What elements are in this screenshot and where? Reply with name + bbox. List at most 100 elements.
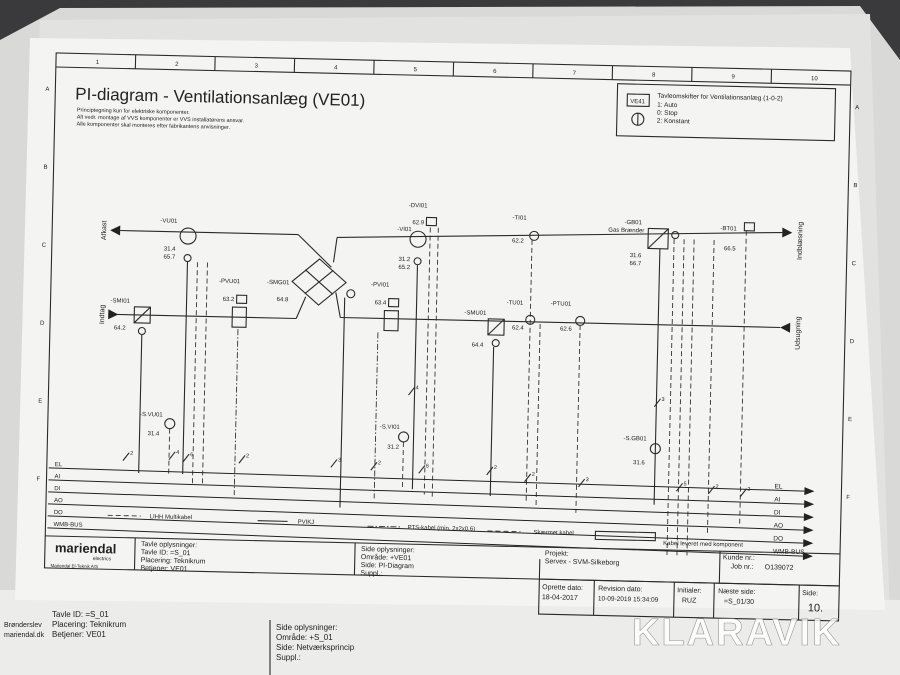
cable-slash-icon: [486, 466, 494, 476]
bus-arrow-icon: [803, 513, 814, 522]
company-logo: mariendal: [55, 540, 117, 556]
row-letter: F: [846, 495, 850, 501]
switch-title: Tavleomskifter for Ventilationsanlæg (1-…: [657, 93, 783, 103]
cable-slash-icon: [408, 386, 416, 396]
side-value: 10.: [808, 602, 824, 614]
indblaesning-arrow-icon: [782, 227, 793, 238]
bus-label-left: WMB-BUS: [53, 522, 82, 529]
tavle-betjener: Betjener: VE01: [140, 565, 187, 573]
heat-exchanger-smg01: -SMG01 64.8: [267, 258, 356, 306]
column-number: 2: [175, 62, 179, 68]
cable-slash-icon: [739, 488, 747, 497]
side-header: Side oplysninger:: [361, 546, 415, 554]
wire-count: 5: [683, 481, 686, 487]
dvi01-value: 62.9: [412, 220, 424, 226]
gb01-tag: -GB01: [624, 220, 642, 226]
row-letter: E: [38, 399, 42, 405]
switch-box: VE41 Tavleomskifter for Ventilationsanlæ…: [615, 83, 837, 142]
vu01-v1: 31.4: [164, 246, 176, 252]
bus-label-left: AI: [54, 474, 60, 480]
bt01-value: 66.5: [724, 246, 736, 252]
svi01-tag: -S.VI01: [380, 424, 401, 430]
row-letter: C: [852, 261, 857, 267]
tu01-value: 62.4: [512, 325, 524, 331]
wire-count: 6: [190, 452, 193, 458]
bus-label-right: AO: [774, 522, 784, 529]
udsugning-label: Udsugning: [795, 316, 803, 350]
gb01-v1: 31.6: [630, 253, 642, 259]
oprette-label: Oprette dato:: [542, 584, 583, 592]
motor-icon: [346, 289, 356, 299]
signal-cables: [138, 227, 747, 556]
wire-count: 3: [661, 397, 664, 403]
sgb01-tag: -S.GB01: [624, 436, 648, 443]
wire-count: 3: [586, 477, 589, 483]
cable-slash-icon: [418, 465, 426, 474]
legend-leveret: Kabel leveret med komponent: [663, 541, 743, 549]
column-number: 4: [334, 65, 338, 71]
column-number: 10: [811, 76, 818, 82]
afkast-label: Afkast: [101, 221, 108, 241]
kunde-label: Kunde nr.:: [723, 554, 755, 562]
watermark-logo: KLARAVIK: [632, 612, 842, 654]
tavle-id: Tavle ID: =S_01: [141, 549, 191, 557]
legend-pvik: PVIKJ: [298, 520, 315, 526]
smg01-tag: -SMG01: [267, 280, 290, 287]
cable-slash-icon: [578, 478, 586, 488]
legend: LIHH Multikabel PVIKJ PTS-kabel (min. 2x…: [107, 514, 743, 549]
wire-count: 3: [338, 457, 341, 463]
sensor-dvi01: -DVI01 62.9: [409, 203, 438, 226]
smg01-value: 64.8: [277, 297, 289, 303]
fan-vi01: -VI01 31.2 65.2: [397, 227, 427, 271]
side-omraade: Område: +VE01: [361, 553, 412, 562]
sensor-ti01: -TI01 62.2: [512, 215, 540, 245]
bus-label-right: DO: [773, 535, 783, 542]
gas-burner-gb01: -GB01 Gas Brænder 31.6 66.7: [608, 220, 680, 267]
bt01-tag: -BT01: [720, 226, 737, 232]
side-side: Side: PI-Diagram: [361, 562, 415, 570]
indtag-arrow-icon: [108, 309, 119, 320]
afkast-arrow-icon: [110, 225, 121, 236]
gb01-name: Gas Brænder: [608, 228, 644, 235]
column-number: 3: [255, 64, 259, 70]
bus-label-right: AI: [774, 496, 780, 503]
bus-arrow-icon: [803, 539, 814, 548]
under-omraade: Område: +S_01: [276, 633, 333, 642]
pvi01-value: 63.4: [375, 300, 387, 306]
subtitle-line-1: Principtegning kun for elektriske kompon…: [77, 107, 190, 116]
bus-line: [48, 479, 805, 505]
vi01-v1: 31.2: [399, 257, 411, 263]
projekt-label: Projekt:: [545, 550, 569, 558]
row-letter: F: [36, 477, 40, 483]
row-letter: D: [40, 321, 45, 327]
title-block-lower: Oprette dato: 18-04-2017 Revision dato: …: [538, 578, 840, 622]
cable-slash-icon: [524, 473, 532, 483]
pvu01-tag: -PVU01: [219, 279, 241, 285]
legend-skaermet: Skærmet kabel: [533, 530, 573, 537]
column-number: 1: [96, 60, 100, 66]
cable-slash-icon: [653, 398, 661, 407]
revision-value: 10-09-2019 15:34:09: [598, 595, 659, 603]
sgb01-value: 31.6: [633, 460, 645, 466]
indblaesning-label: Indblæsning: [797, 222, 805, 260]
pvi01-tag: -PVI01: [371, 282, 390, 288]
under-placering: Placering: Teknikrum: [52, 620, 126, 629]
cable-slash-icon: [370, 462, 378, 471]
filter-pvi01: -PVI01 63.4: [371, 282, 400, 332]
under-sheet: Tavle ID: =S_01 Placering: Teknikrum Bet…: [0, 590, 900, 675]
bus-arrow-icon: [802, 552, 813, 561]
title-block: mariendal electrics Mariendal El-Teknik …: [45, 535, 841, 584]
subtitle-line-2: Alt vedr. montage af VVS komponenter er …: [77, 114, 245, 124]
under-side-header: Side oplysninger:: [276, 623, 337, 632]
job-label: Job nr.:: [731, 563, 754, 571]
bus-label-left: DI: [54, 486, 60, 492]
sensor-bt01: -BT01 66.5: [720, 222, 756, 252]
row-letter: E: [848, 417, 852, 423]
under-betjener: Betjener: VE01: [52, 630, 106, 639]
wire-count: 2: [130, 451, 133, 457]
column-number: 6: [493, 69, 497, 75]
vu01-tag: -VU01: [160, 218, 178, 224]
